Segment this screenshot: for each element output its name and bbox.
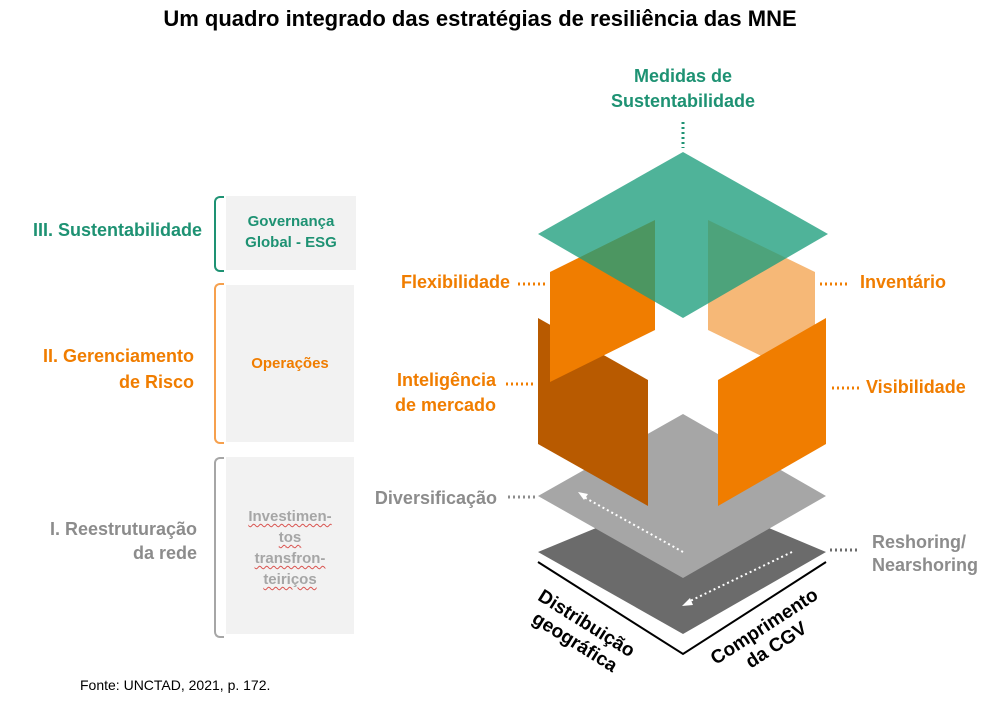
callout-top-line1: Medidas de (633, 66, 733, 86)
distribution-arrow-head (578, 492, 588, 500)
tier-2-box (226, 285, 354, 442)
callout-visibilidade: Visibilidade (866, 377, 966, 397)
tier-1-box-text-line4: teiriços (263, 571, 317, 588)
callout-top-line2: Sustentabilidade (610, 91, 756, 111)
tier-1-box-text-line1: Investimen- (248, 508, 332, 525)
tier-1-bracket (214, 457, 224, 638)
base-axis-lines (537, 561, 827, 656)
callout-inteligencia-line2: de mercado (394, 395, 496, 415)
panel-visibilidade (718, 318, 826, 506)
layer-sustainability (538, 152, 828, 318)
tier-3-box (226, 196, 356, 270)
tier-1-box-text-line2: tos (278, 529, 302, 546)
callout-flexibilidade: Flexibilidade (400, 272, 510, 292)
tier-2-box-text: Operações (251, 355, 329, 372)
tier-2-bracket (214, 283, 224, 444)
tier-1-label-line2: da rede (132, 543, 197, 563)
callout-inventario: Inventário (860, 272, 947, 292)
callout-inteligencia-line1: Inteligência (396, 370, 496, 390)
callout-reshoring-line2: Nearshoring (872, 555, 979, 575)
tier-1-label-line1: I. Reestruturação (49, 519, 197, 539)
length-arrow (687, 551, 793, 603)
length-arrow-head (682, 598, 693, 606)
callout-diversificacao: Diversificação (374, 488, 497, 508)
tier-2-label-line2: de Risco (118, 372, 194, 392)
source-note: Fonte: UNCTAD, 2021, p. 172. (80, 677, 271, 693)
tier-3-box-text: Governança Global - ESG (245, 213, 337, 251)
tier-3-label: III. Sustentabilidade (32, 220, 202, 240)
tier-3-bracket (214, 196, 224, 272)
distribution-arrow (581, 495, 684, 553)
callout-reshoring-line1: Reshoring/ (872, 532, 967, 552)
tier-2-label-line1: II. Gerenciamento (42, 346, 194, 366)
tier-1-box (226, 457, 354, 634)
diagram-title: Um quadro integrado das estratégias de r… (163, 6, 797, 31)
tier-1-box-text-line3: transfron- (254, 550, 326, 567)
